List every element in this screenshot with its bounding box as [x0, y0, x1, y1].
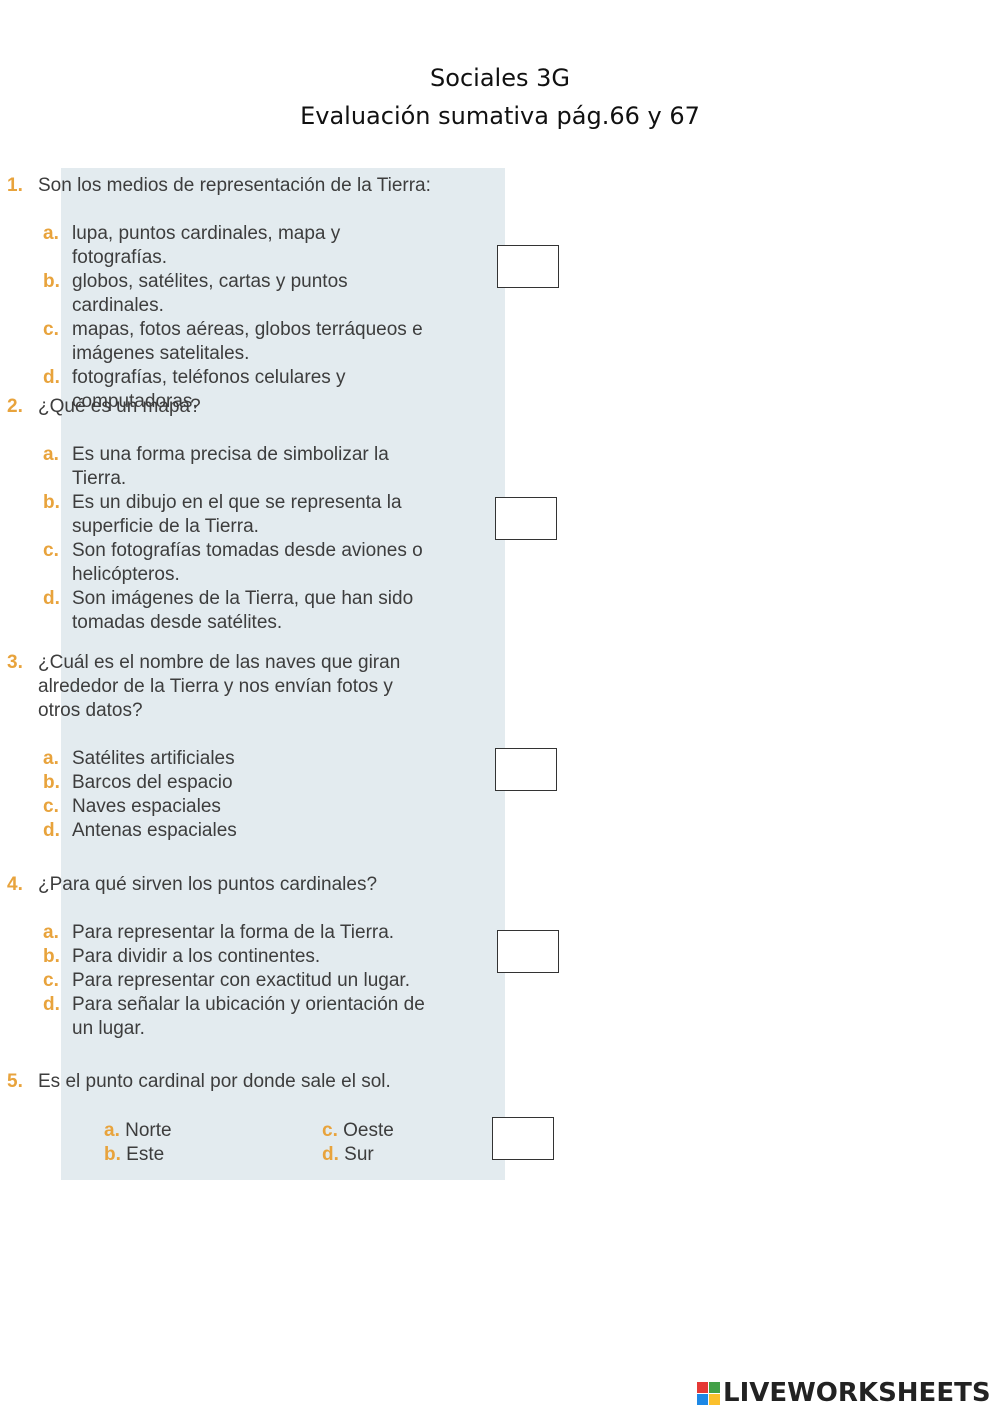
question-number: 3. [7, 652, 23, 673]
option-text: mapas, fotos aéreas, globos terráqueos e… [72, 319, 423, 364]
logo-square-yellow [709, 1393, 720, 1405]
option-a: a. Norte [104, 1119, 172, 1143]
option-d: d. fotografías, teléfonos celulares y com… [0, 366, 444, 414]
option-letter: d. [43, 820, 60, 841]
option-text: lupa, puntos cardinales, mapa y fotograf… [72, 223, 341, 268]
option-text: Barcos del espacio [72, 772, 233, 793]
option-letter: c. [43, 970, 59, 991]
option-letter: a. [43, 223, 59, 244]
option-a: a. Es una forma precisa de simbolizar la … [0, 443, 444, 491]
brand-name: LIVEWORKSHEETS [723, 1378, 991, 1408]
liveworksheets-logo-icon [697, 1381, 720, 1405]
question-text: Son los medios de representación de la T… [38, 175, 431, 196]
question-4: 4. ¿Para qué sirven los puntos cardinale… [0, 873, 444, 1041]
option-letter: b. [43, 772, 60, 793]
option-d: d. Para señalar la ubicación y orientació… [0, 993, 444, 1041]
option-letter: d. [43, 367, 60, 388]
option-letter: c. [322, 1120, 338, 1141]
option-letter: b. [104, 1144, 121, 1165]
option-b: b. globos, satélites, cartas y puntos car… [0, 270, 444, 318]
option-text: Son imágenes de la Tierra, que han sido … [72, 588, 414, 633]
question-5: 5. Es el punto cardinal por donde sale e… [0, 1070, 444, 1094]
logo-square-green [709, 1381, 720, 1393]
question-number: 2. [7, 396, 23, 417]
option-letter: a. [43, 922, 59, 943]
question-text: ¿Qué es un mapa? [38, 396, 201, 417]
answer-box-2[interactable] [495, 497, 557, 540]
option-c: c. Oeste [322, 1119, 394, 1143]
option-letter: d. [322, 1144, 339, 1165]
option-d: d. Son imágenes de la Tierra, que han sid… [0, 587, 444, 635]
liveworksheets-logo: LIVEWORKSHEETS [697, 1378, 991, 1408]
answer-box-3[interactable] [495, 748, 557, 791]
option-letter: b. [43, 946, 60, 967]
option-text: globos, satélites, cartas y puntos cardi… [72, 271, 348, 316]
option-b: b. Para dividir a los continentes. [0, 945, 444, 969]
worksheet-panel [61, 168, 505, 1180]
option-text: Para representar la forma de la Tierra. [72, 922, 395, 943]
option-c: c. Naves espaciales [0, 795, 444, 819]
option-text: Para dividir a los continentes. [72, 946, 321, 967]
option-text: Este [126, 1144, 165, 1165]
option-letter: c. [43, 796, 59, 817]
option-letter: b. [43, 271, 60, 292]
option-d: d. Sur [322, 1143, 374, 1167]
logo-square-blue [697, 1393, 708, 1405]
answer-box-4[interactable] [497, 930, 559, 973]
option-b: b. Este [104, 1143, 164, 1167]
option-c: c. Son fotografías tomadas desde aviones … [0, 539, 444, 587]
logo-square-red [697, 1381, 708, 1393]
answer-box-5[interactable] [492, 1117, 554, 1160]
page-title: Sociales 3G [430, 64, 570, 92]
option-letter: b. [43, 492, 60, 513]
option-text: Norte [125, 1120, 172, 1141]
option-text: Sur [344, 1144, 374, 1165]
option-letter: a. [43, 444, 59, 465]
question-2: 2. ¿Qué es un mapa? a. Es una forma preci… [0, 395, 444, 635]
option-text: Naves espaciales [72, 796, 221, 817]
option-text: Son fotografías tomadas desde aviones o … [72, 540, 423, 585]
answer-box-1[interactable] [497, 245, 559, 288]
question-text: ¿Cuál es el nombre de las naves que gira… [38, 652, 401, 721]
option-a: a. Satélites artificiales [0, 747, 444, 771]
option-letter: d. [43, 994, 60, 1015]
option-text: Para señalar la ubicación y orientación … [72, 994, 425, 1039]
option-b: b. Es un dibujo en el que se representa l… [0, 491, 444, 539]
option-text: Oeste [343, 1120, 394, 1141]
question-number: 1. [7, 175, 23, 196]
option-text: Antenas espaciales [72, 820, 237, 841]
question-number: 4. [7, 874, 23, 895]
option-text: Satélites artificiales [72, 748, 235, 769]
option-letter: a. [43, 748, 59, 769]
question-3: 3. ¿Cuál es el nombre de las naves que g… [0, 651, 444, 843]
question-text: ¿Para qué sirven los puntos cardinales? [38, 874, 378, 895]
question-1: 1. Son los medios de representación de l… [0, 174, 444, 414]
question-text: Es el punto cardinal por donde sale el s… [38, 1071, 391, 1092]
option-text: Es una forma precisa de simbolizar la Ti… [72, 444, 389, 489]
option-letter: c. [43, 540, 59, 561]
page-subtitle: Evaluación sumativa pág.66 y 67 [300, 102, 700, 130]
option-a: a. lupa, puntos cardinales, mapa y fotogr… [0, 222, 444, 270]
option-c: c. Para representar con exactitud un luga… [0, 969, 444, 993]
option-letter: a. [104, 1120, 120, 1141]
option-text: Es un dibujo en el que se representa la … [72, 492, 402, 537]
option-letter: d. [43, 588, 60, 609]
option-a: a. Para representar la forma de la Tierra… [0, 921, 444, 945]
option-text: Para representar con exactitud un lugar. [72, 970, 410, 991]
question-number: 5. [7, 1071, 23, 1092]
option-b: b. Barcos del espacio [0, 771, 444, 795]
option-letter: c. [43, 319, 59, 340]
option-text: fotografías, teléfonos celulares y compu… [72, 367, 346, 412]
option-d: d. Antenas espaciales [0, 819, 444, 843]
option-c: c. mapas, fotos aéreas, globos terráqueos… [0, 318, 444, 366]
